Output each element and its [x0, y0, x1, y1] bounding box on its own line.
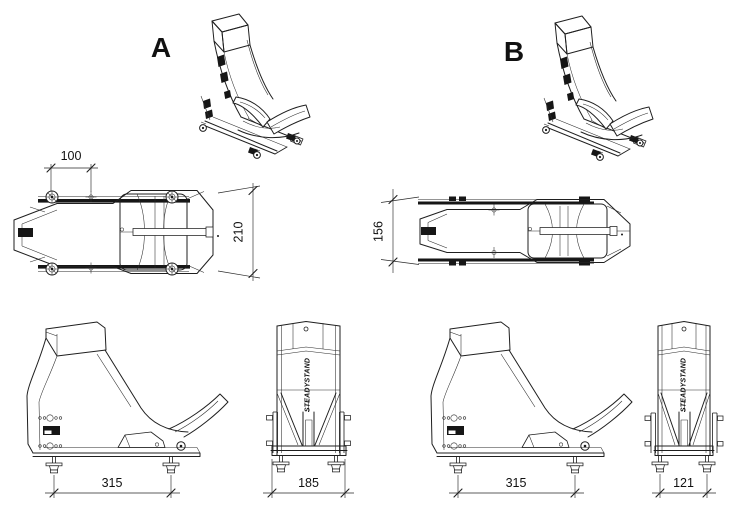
roller-wheel: [165, 262, 179, 276]
brand-text-front-a: STEADYSTAND: [305, 358, 312, 412]
roller-wheel: [165, 190, 179, 204]
variant-a-side-view: 315: [27, 322, 228, 498]
dim-value-315-b: 315: [506, 476, 527, 490]
variant-a-label: A: [151, 32, 171, 63]
mount-hole-mark: [488, 246, 500, 259]
variant-b-top-view: 156: [372, 189, 631, 273]
dim-value-210: 210: [232, 222, 246, 243]
variant-a-isometric-view: [199, 13, 311, 159]
dimension-roller-spacing: 100: [44, 149, 98, 192]
dim-value-121: 121: [673, 476, 694, 490]
dim-value-156: 156: [372, 221, 386, 242]
mount-hole-mark: [85, 262, 97, 274]
brand-text-front-b: STEADYSTAND: [681, 358, 688, 412]
top-view-a-hatch: [18, 228, 33, 237]
variant-b-isometric-view: [542, 15, 654, 161]
mount-hole-mark: [488, 204, 500, 216]
dimension-overall-width-b: 156: [372, 189, 420, 273]
dim-value-185: 185: [298, 476, 319, 490]
roller-wheel: [45, 190, 59, 204]
variant-b-label: B: [504, 36, 524, 67]
roller-wheel: [45, 262, 59, 276]
top-view-b-hatch: [421, 227, 436, 235]
variant-b-front-view: STEADYSTAND 121: [644, 321, 724, 498]
dimension-track-width-b: 121: [652, 474, 716, 498]
dimension-overall-width-a: 210: [217, 183, 261, 281]
dimension-track-width-a: 185: [263, 459, 354, 498]
variant-b-side-view: 315: [431, 322, 632, 498]
dim-value-315-a: 315: [102, 476, 123, 490]
variant-a-top-view: 100 210: [13, 149, 261, 281]
variant-a-front-view: STEADYSTAND 185: [263, 321, 354, 498]
dim-value-100: 100: [61, 149, 82, 163]
